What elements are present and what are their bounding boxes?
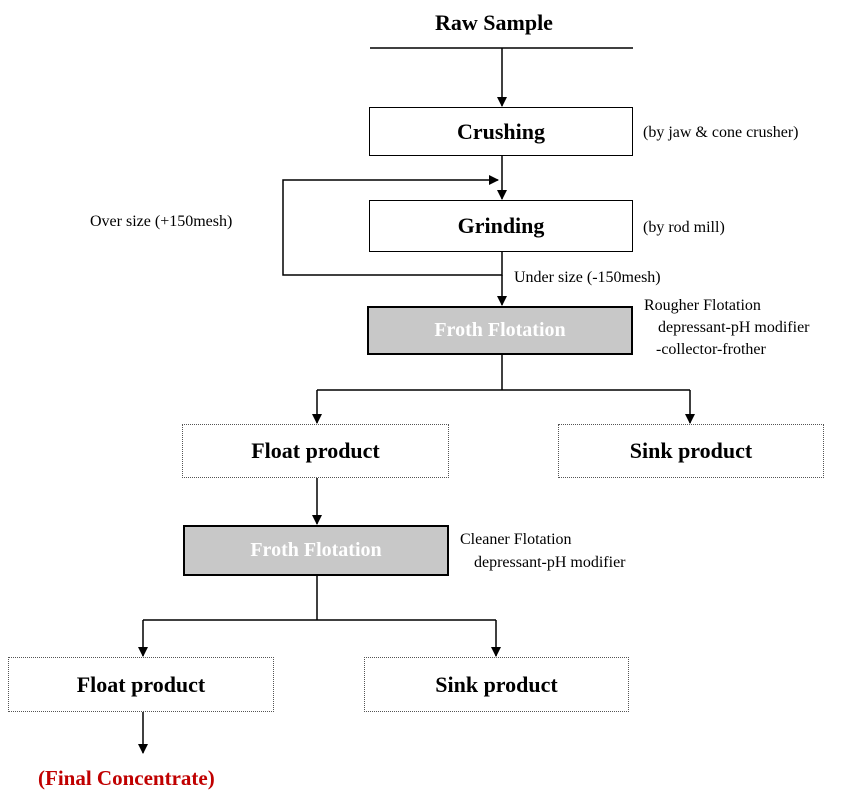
sink-product-label-1: Sink product [629, 438, 753, 463]
undersize-label: Under size (-150mesh) [514, 269, 661, 286]
sink-product-box-1: Sink product [558, 424, 824, 478]
grinding-note: (by rod mill) [643, 219, 725, 236]
rougher-note-collector: -collector-frother [656, 341, 766, 358]
final-concentrate-label: (Final Concentrate) [38, 766, 215, 790]
oversize-label: Over size (+150mesh) [90, 213, 233, 230]
raw-sample-title: Raw Sample [435, 10, 553, 35]
rougher-froth-label: Froth Flotation [434, 319, 566, 341]
cleaner-note-reagents: depressant-pH modifier [474, 554, 626, 571]
cleaner-froth-flotation-box: Froth Flotation [183, 525, 449, 576]
float-product-label-2: Float product [76, 671, 206, 697]
float-product-label-1: Float product [251, 438, 380, 463]
grinding-box: Grinding [369, 200, 633, 252]
float-product-box-1: Float product [182, 424, 449, 478]
sink-product-label-2: Sink product [435, 671, 558, 697]
rougher-note-title: Rougher Flotation [644, 297, 761, 314]
float-product-box-2: Float product [8, 657, 274, 712]
arrow-oversize-loop [282, 175, 503, 276]
cleaner-froth-label: Froth Flotation [250, 539, 382, 561]
crushing-note: (by jaw & cone crusher) [643, 124, 799, 141]
crushing-label: Crushing [456, 118, 546, 144]
rougher-froth-flotation-box: Froth Flotation [367, 306, 633, 355]
rougher-note-reagents: depressant-pH modifier [658, 319, 810, 336]
cleaner-note-title: Cleaner Flotation [460, 531, 572, 548]
grinding-label: Grinding [457, 213, 545, 238]
sink-product-box-2: Sink product [364, 657, 629, 712]
crushing-box: Crushing [369, 107, 633, 156]
